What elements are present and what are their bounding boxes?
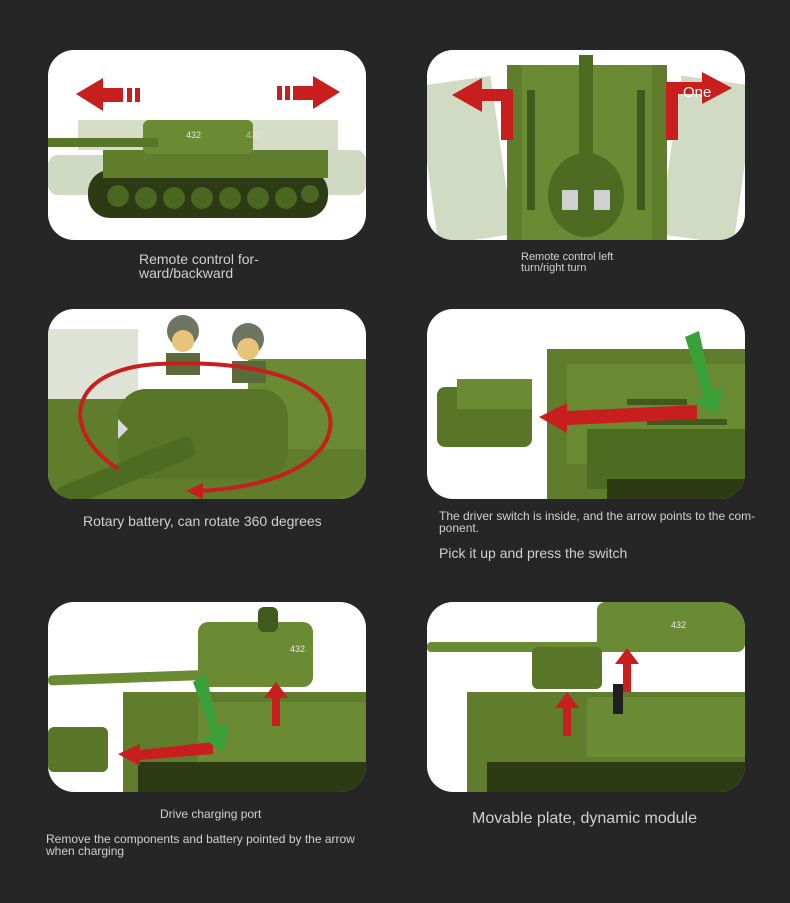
- panel-rotary-battery: [48, 309, 366, 499]
- movable-plate-image: 432: [427, 602, 745, 792]
- caption-forward-backward: Remote control for- ward/backward: [139, 251, 259, 281]
- panel-left-right-turn: One: [427, 50, 745, 240]
- turret-number: 432: [290, 644, 305, 654]
- turn-right-arrow-icon: [666, 82, 702, 140]
- overlay-label: One: [683, 84, 711, 101]
- rotation-arrow-icon: [78, 361, 333, 493]
- battery-arrow-icon: [193, 674, 228, 752]
- caption-movable-plate: Movable plate, dynamic module: [472, 810, 698, 827]
- backward-arrow-icon: [76, 78, 140, 111]
- charging-port-image: 432: [48, 607, 366, 792]
- turn-left-arrow-icon: [482, 89, 513, 140]
- turret-number-2: 432: [671, 620, 686, 630]
- turret-lift-arrow-icon: [615, 648, 639, 692]
- remove-component-arrow-icon: [118, 742, 213, 766]
- panel-movable-plate: 432: [427, 602, 745, 792]
- driver-switch-image: [437, 331, 745, 499]
- turret-rotation-image: [48, 315, 366, 499]
- caption-left-right-turn: Remote control left turn/right turn: [521, 251, 614, 274]
- tank-side-image: 432 432: [48, 76, 366, 218]
- hull-number: 432: [186, 130, 201, 140]
- tank-top-image: One: [427, 55, 745, 240]
- forward-arrow-icon: [277, 76, 340, 109]
- caption-driver-switch: The driver switch is inside, and the arr…: [439, 509, 756, 535]
- component-arrow-icon: [539, 403, 697, 433]
- caption-charging-port: Drive charging port: [160, 807, 262, 821]
- panel-driver-switch: [427, 309, 745, 499]
- hull-number-ghost: 432: [246, 130, 261, 140]
- panel-charging-port: 432: [48, 602, 366, 792]
- caption-rotary-battery: Rotary battery, can rotate 360 degrees: [83, 513, 322, 529]
- panel-forward-backward: 432 432: [48, 50, 366, 240]
- switch-arrow-icon: [685, 331, 723, 415]
- caption-charging-instructions: Remove the components and battery pointe…: [46, 832, 355, 858]
- lift-arrow-icon: [264, 682, 288, 726]
- plate-arrow-icon: [555, 692, 579, 736]
- caption-pick-up: Pick it up and press the switch: [439, 545, 628, 561]
